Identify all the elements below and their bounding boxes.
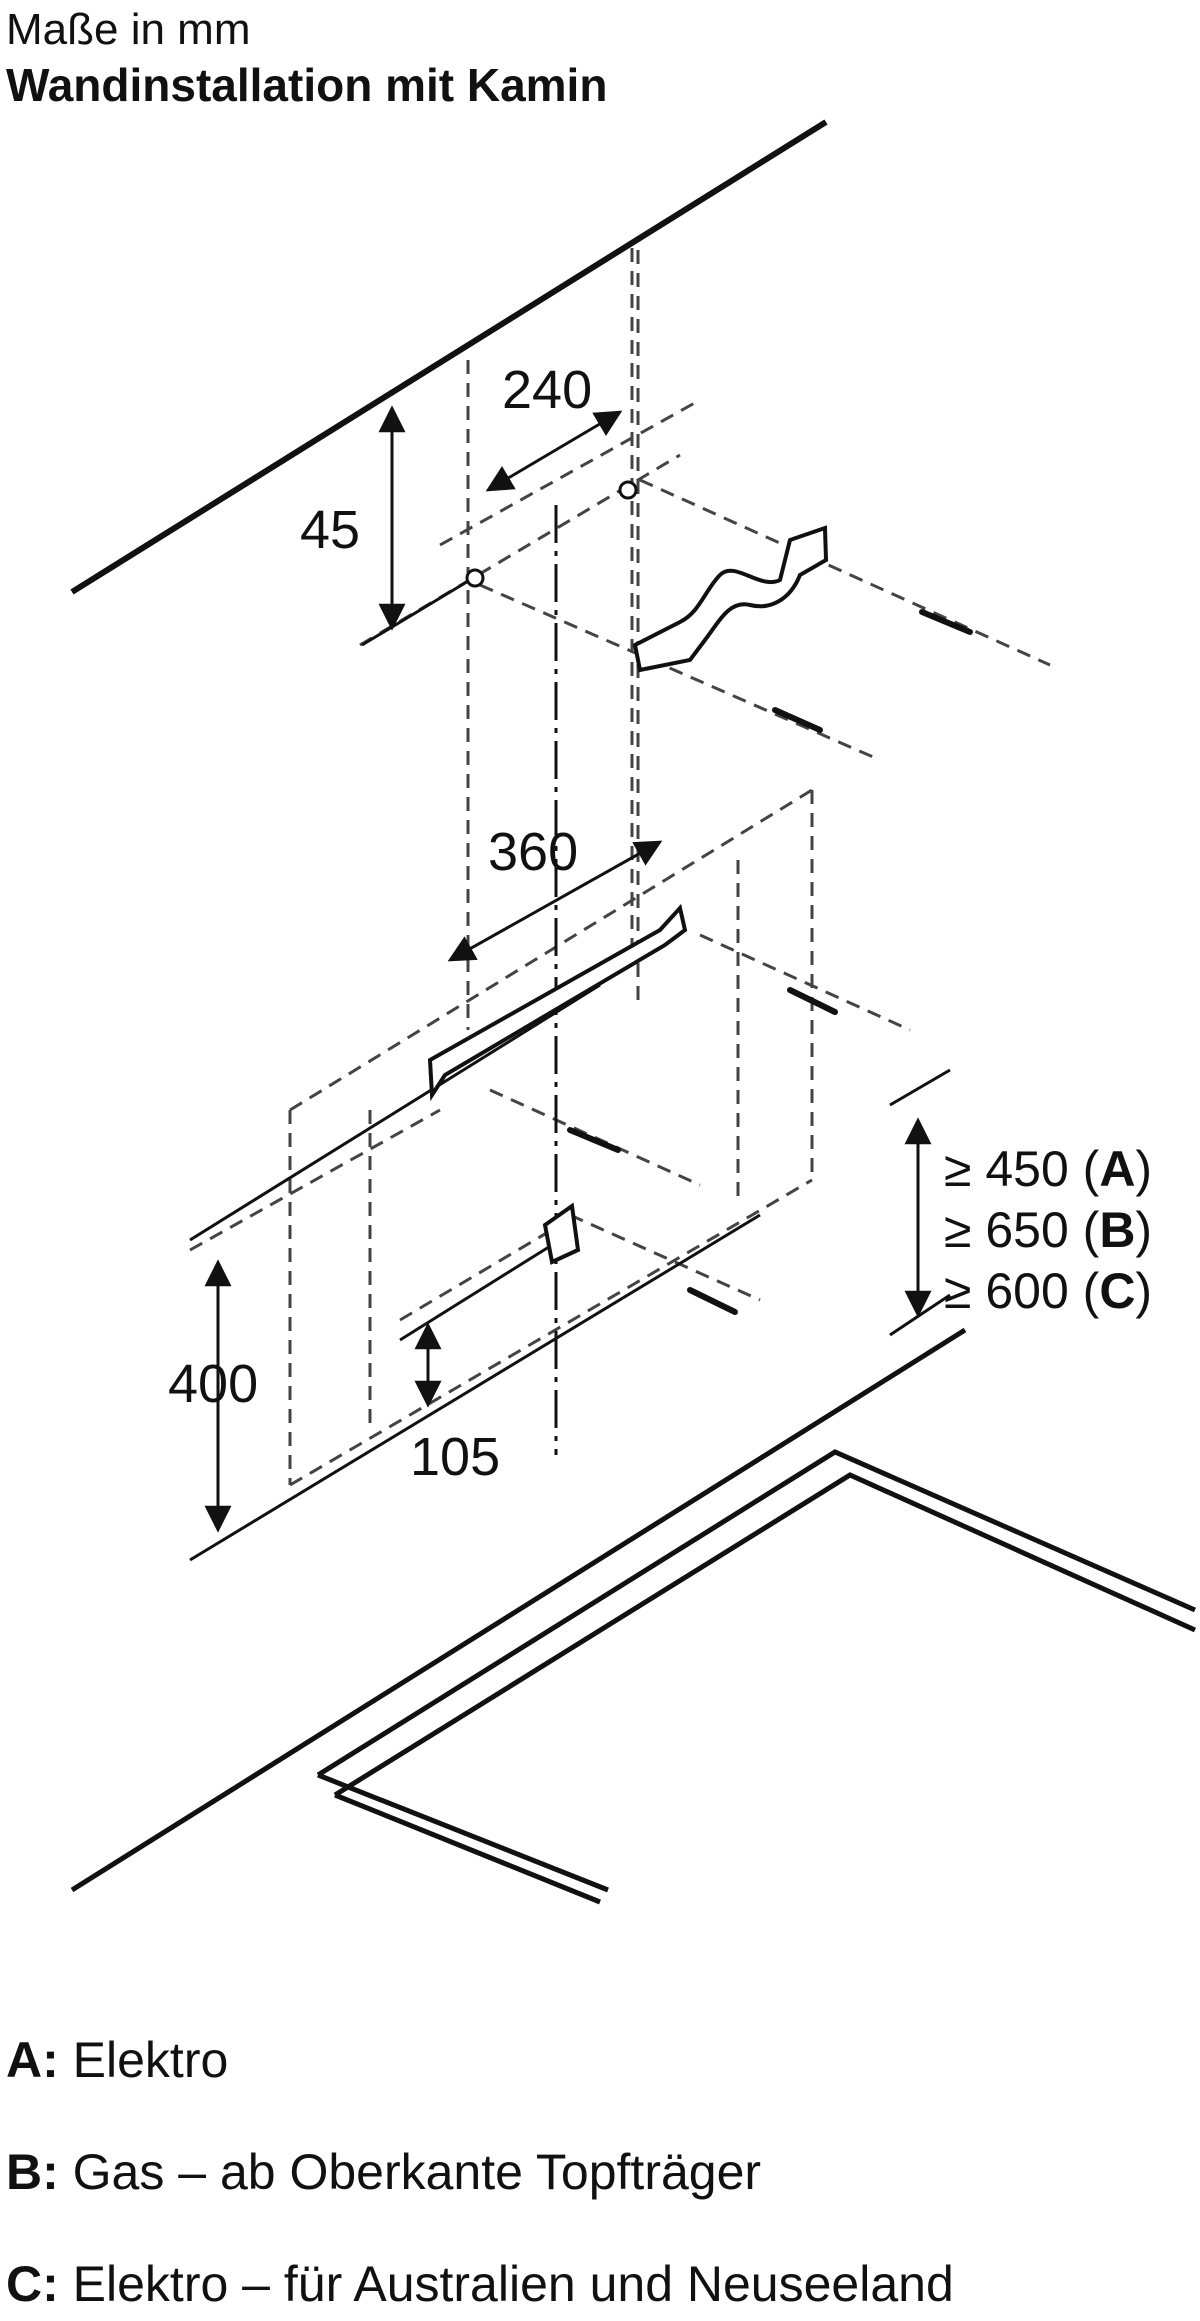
legend-item-c: C: Elektro – für Australien und Neuseela… — [6, 2256, 954, 2312]
diagram-title: Wandinstallation mit Kamin — [6, 59, 608, 111]
legend-key: A — [6, 2032, 43, 2088]
legend-key: B — [6, 2144, 43, 2200]
middle-bracket — [427, 903, 688, 1102]
requirement-c: ≥ 600 (C) — [944, 1263, 1152, 1319]
units-label: Maße in mm — [6, 5, 251, 54]
dim-360-label: 360 — [488, 822, 578, 882]
legend-text: Elektro – für Australien und Neuseeland — [58, 2256, 954, 2312]
requirement-a: ≥ 450 (A) — [944, 1141, 1152, 1197]
screws — [567, 609, 973, 1315]
cooktop — [70, 1327, 1197, 1905]
dim-105-label: 105 — [410, 1427, 500, 1487]
legend-key: C — [6, 2256, 43, 2312]
arrow-240 — [485, 410, 623, 492]
arrow-360 — [447, 840, 663, 962]
lower-clip — [542, 1202, 581, 1265]
installation-diagram: 45 240 360 400 105 ≥ 450 (A) ≥ 650 (B) ≥… — [70, 119, 1197, 1905]
dim-400-label: 400 — [168, 1354, 258, 1414]
header: Maße in mm Wandinstallation mit Kamin — [6, 2, 607, 112]
legend-item-a: A: Elektro — [6, 2032, 229, 2088]
upper-bracket — [632, 525, 829, 673]
ceiling-line — [70, 119, 828, 595]
legend-text: Elektro — [58, 2032, 229, 2088]
requirement-b: ≥ 650 (B) — [944, 1202, 1152, 1258]
hole-marker — [618, 480, 638, 500]
dimension-arrows — [204, 405, 932, 1533]
legend-item-b: B: Gas – ab Oberkante Topfträger — [6, 2144, 762, 2200]
dim-45-label: 45 — [300, 500, 360, 560]
legend-text: Gas – ab Oberkante Topfträger — [58, 2144, 762, 2200]
dim-240-label: 240 — [502, 360, 592, 420]
hole-marker — [465, 568, 485, 588]
